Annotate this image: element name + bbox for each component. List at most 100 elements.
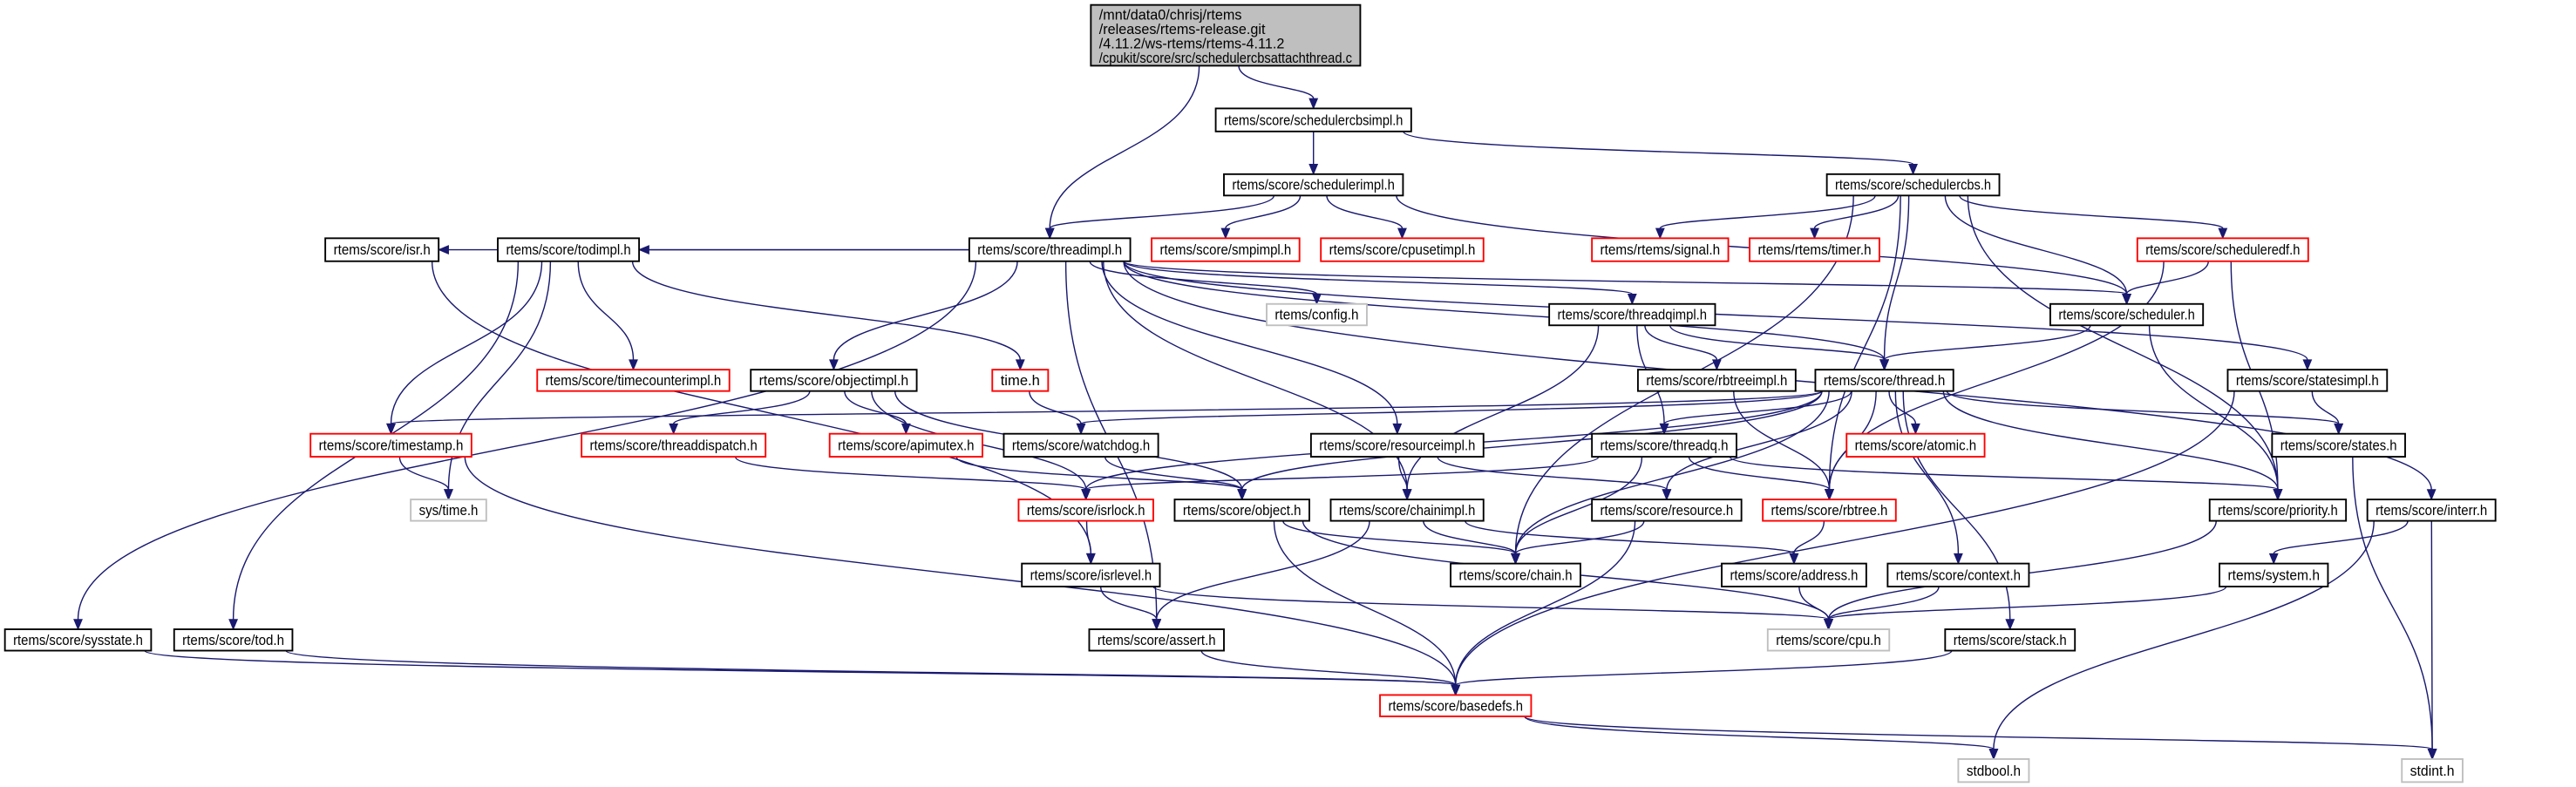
node-apimutex[interactable]: rtems/score/apimutex.h bbox=[828, 432, 983, 458]
edge-system-to-cpu bbox=[1827, 586, 2227, 621]
arrowhead-thread-to-context bbox=[1953, 553, 1963, 565]
node-smpimpl[interactable]: rtems/score/smpimpl.h bbox=[1151, 237, 1301, 262]
node-timestamp[interactable]: rtems/score/timestamp.h bbox=[309, 432, 472, 458]
node-stack[interactable]: rtems/score/stack.h bbox=[1944, 628, 2076, 652]
node-schedulercbs[interactable]: rtems/score/schedulercbs.h bbox=[1825, 173, 2001, 197]
node-time[interactable]: time.h bbox=[991, 369, 1050, 392]
node-box bbox=[1320, 237, 1485, 262]
node-basedefs[interactable]: rtems/score/basedefs.h bbox=[1379, 694, 1533, 717]
edge-threadimpl-to-objectimpl bbox=[833, 261, 1018, 360]
node-chainimpl[interactable]: rtems/score/chainimpl.h bbox=[1329, 499, 1485, 522]
arrowhead-threadimpl-to-objectimpl bbox=[828, 359, 839, 371]
edge-schedulercbs-to-scheduleredf bbox=[1959, 195, 2224, 229]
node-schedulercbsimpl[interactable]: rtems/score/schedulercbsimpl.h bbox=[1214, 107, 1412, 132]
node-signal[interactable]: rtems/rtems/signal.h bbox=[1591, 237, 1730, 262]
edge-thread-to-atomic bbox=[1888, 390, 1917, 424]
edge-thread-to-resource bbox=[1666, 390, 1852, 490]
node-box bbox=[173, 628, 294, 652]
node-statesimpl[interactable]: rtems/score/statesimpl.h bbox=[2226, 369, 2389, 392]
node-label: rtems/score/object.h bbox=[1183, 503, 1302, 519]
node-isr[interactable]: rtems/score/isr.h bbox=[324, 237, 440, 262]
node-label: rtems/score/address.h bbox=[1730, 567, 1858, 583]
node-box bbox=[1636, 369, 1797, 392]
node-watchdog[interactable]: rtems/score/watchdog.h bbox=[1003, 432, 1159, 458]
node-tod[interactable]: rtems/score/tod.h bbox=[173, 628, 294, 652]
node-todimpl[interactable]: rtems/score/todimpl.h bbox=[497, 237, 641, 262]
edge-apimutex-to-object bbox=[955, 456, 1243, 491]
node-label-line: /cpukit/score/src/schedulercbsattachthre… bbox=[1099, 51, 1352, 66]
arrowhead-threadq-to-isrlock bbox=[1081, 489, 1091, 501]
arrowhead-todimpl-to-tod bbox=[228, 619, 239, 631]
node-threadimpl[interactable]: rtems/score/threadimpl.h bbox=[968, 237, 1132, 262]
node-threadq[interactable]: rtems/score/threadq.h bbox=[1591, 432, 1737, 458]
node-system[interactable]: rtems/system.h bbox=[2219, 562, 2329, 587]
node-label-line: /mnt/data0/chrisj/rtems bbox=[1099, 8, 1242, 24]
node-objectimpl[interactable]: rtems/score/objectimpl.h bbox=[750, 369, 918, 392]
node-label: rtems/score/isrlock.h bbox=[1027, 503, 1145, 519]
arrowhead-threadq-to-priority bbox=[2273, 489, 2283, 501]
node-scheduler[interactable]: rtems/score/scheduler.h bbox=[2049, 302, 2205, 327]
node-timecounterimpl[interactable]: rtems/score/timecounterimpl.h bbox=[536, 369, 731, 392]
node-box bbox=[2271, 432, 2406, 458]
node-box bbox=[1749, 237, 1880, 262]
node-resource[interactable]: rtems/score/resource.h bbox=[1591, 499, 1743, 522]
node-priority[interactable]: rtems/score/priority.h bbox=[2208, 499, 2348, 522]
node-config: rtems/config.h bbox=[1266, 302, 1368, 327]
node-thread[interactable]: rtems/score/thread.h bbox=[1814, 369, 1954, 392]
node-label: rtems/score/rbtreeimpl.h bbox=[1646, 373, 1787, 389]
node-box bbox=[324, 237, 440, 262]
node-label: rtems/score/atomic.h bbox=[1855, 438, 1976, 454]
edge-root-to-threadimpl bbox=[1049, 65, 1200, 229]
node-box bbox=[1088, 628, 1225, 652]
node-scheduleredf[interactable]: rtems/score/scheduleredf.h bbox=[2136, 237, 2309, 262]
node-label: stdint.h bbox=[2410, 763, 2455, 779]
node-atomic[interactable]: rtems/score/atomic.h bbox=[1845, 432, 1986, 458]
node-object[interactable]: rtems/score/object.h bbox=[1173, 499, 1310, 522]
edge-resourceimpl-to-chainimpl bbox=[1397, 457, 1408, 490]
node-address[interactable]: rtems/score/address.h bbox=[1721, 562, 1867, 587]
arrowhead-timestamp-to-systime bbox=[444, 489, 453, 501]
node-rbtreeimpl[interactable]: rtems/score/rbtreeimpl.h bbox=[1636, 369, 1797, 392]
arrowhead-thread-to-threadq bbox=[1659, 423, 1669, 435]
node-box bbox=[497, 237, 641, 262]
node-timer[interactable]: rtems/rtems/timer.h bbox=[1749, 237, 1880, 262]
arrowhead-resourceimpl-to-chainimpl bbox=[1402, 489, 1412, 501]
edge-tod-to-basedefs bbox=[285, 649, 1457, 686]
edge-basedefs-to-stdint bbox=[1524, 716, 2433, 750]
node-states[interactable]: rtems/score/states.h bbox=[2271, 432, 2406, 458]
arrowhead-threadimpl-to-resourceimpl bbox=[1392, 423, 1403, 435]
node-label: rtems/rtems/signal.h bbox=[1601, 242, 1721, 258]
arrowhead-isrlock-to-isrlevel bbox=[1085, 553, 1096, 565]
arrowhead-basedefs-to-stdint bbox=[2427, 749, 2437, 761]
node-rbtree[interactable]: rtems/score/rbtree.h bbox=[1762, 499, 1897, 522]
node-resourceimpl[interactable]: rtems/score/resourceimpl.h bbox=[1309, 432, 1485, 458]
node-stdint: stdint.h bbox=[2401, 758, 2464, 784]
edge-thread-to-threadq bbox=[1663, 390, 1852, 425]
node-cpusetimpl[interactable]: rtems/score/cpusetimpl.h bbox=[1320, 237, 1485, 262]
node-schedulerimpl[interactable]: rtems/score/schedulerimpl.h bbox=[1223, 173, 1404, 197]
arrowhead-thread-to-watchdog bbox=[1076, 423, 1086, 435]
node-label: rtems/score/smpimpl.h bbox=[1160, 242, 1292, 258]
node-box bbox=[1721, 562, 1867, 587]
node-box bbox=[968, 237, 1132, 262]
node-interr[interactable]: rtems/score/interr.h bbox=[2366, 499, 2497, 522]
node-label: rtems/score/statesimpl.h bbox=[2236, 373, 2379, 389]
edge-timestamp-to-basedefs bbox=[464, 457, 1457, 686]
node-threadqimpl[interactable]: rtems/score/threadqimpl.h bbox=[1548, 302, 1716, 327]
node-chain[interactable]: rtems/score/chain.h bbox=[1450, 562, 1581, 587]
node-assert[interactable]: rtems/score/assert.h bbox=[1088, 628, 1225, 652]
node-box bbox=[536, 369, 731, 392]
arrowhead-basedefs-to-stdbool bbox=[1988, 749, 1999, 761]
node-label: rtems/score/resource.h bbox=[1601, 503, 1734, 519]
edge-schedulercbs-to-signal bbox=[1659, 195, 1876, 229]
node-isrlock[interactable]: rtems/score/isrlock.h bbox=[1017, 499, 1154, 522]
edge-schedulercbsimpl-to-schedulercbs bbox=[1403, 131, 1914, 166]
node-threaddispatch[interactable]: rtems/score/threaddispatch.h bbox=[581, 432, 767, 458]
edge-schedulercbs-to-thread bbox=[1883, 195, 1910, 360]
node-isrlevel[interactable]: rtems/score/isrlevel.h bbox=[1021, 562, 1161, 587]
arrowhead-watchdog-to-object bbox=[1237, 489, 1247, 501]
node-context[interactable]: rtems/score/context.h bbox=[1886, 562, 2030, 587]
node-sysstate[interactable]: rtems/score/sysstate.h bbox=[3, 628, 153, 652]
node-box bbox=[1762, 499, 1897, 522]
